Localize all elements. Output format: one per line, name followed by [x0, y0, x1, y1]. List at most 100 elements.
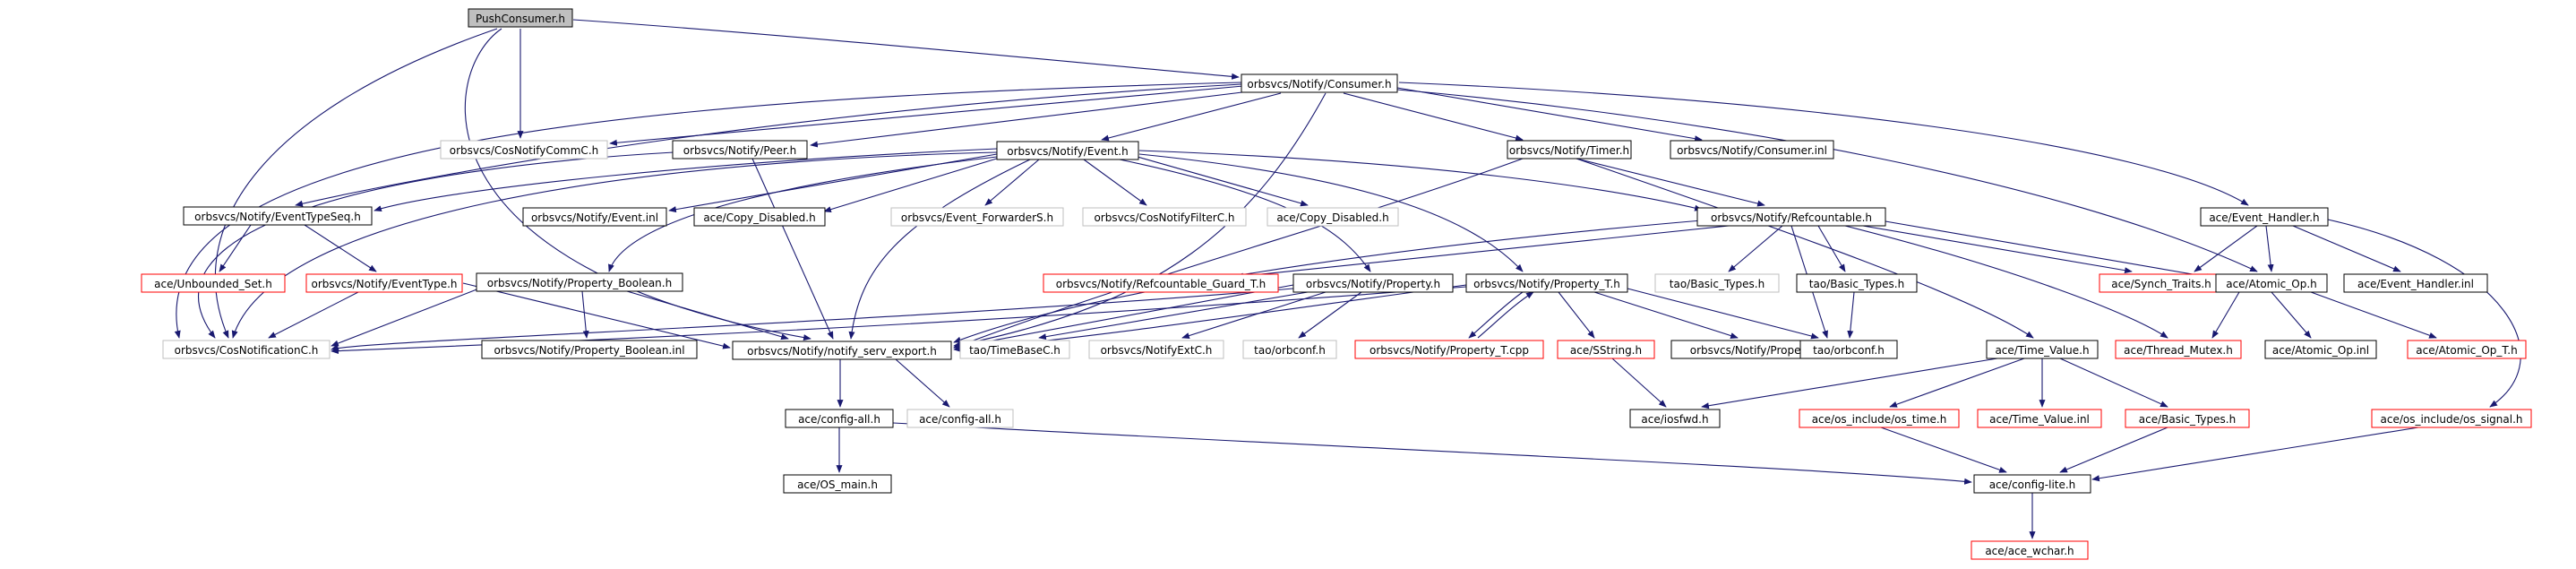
- edge-Refcountable-to-TaoBasicTypes2: [1817, 225, 1846, 272]
- node-PropertyBoolean[interactable]: orbsvcs/Notify/Property_Boolean.h: [476, 272, 683, 292]
- node-Consumer[interactable]: orbsvcs/Notify/Consumer.h: [1241, 73, 1398, 93]
- node-TimeValueInl[interactable]: ace/Time_Value.inl: [1977, 409, 2102, 428]
- node-ThreadMutex[interactable]: ace/Thread_Mutex.h: [2115, 340, 2242, 359]
- node-Event[interactable]: orbsvcs/Notify/Event.h: [996, 141, 1139, 160]
- node-label: orbsvcs/CosNotifyFilterC.h: [1094, 211, 1234, 224]
- edge-PropertyBoolean-to-PropertyBooleanInl: [581, 290, 589, 339]
- node-ConfigLite[interactable]: ace/config-lite.h: [1973, 474, 2091, 494]
- node-box: [141, 273, 286, 293]
- node-TimeValue[interactable]: ace/Time_Value.h: [1986, 340, 2099, 359]
- node-Iosfwd[interactable]: ace/iosfwd.h: [1629, 409, 1721, 428]
- node-label: orbsvcs/CosNotificationC.h: [175, 344, 319, 357]
- node-AceWchar[interactable]: ace/ace_wchar.h: [1971, 540, 2089, 560]
- node-PropertyBooleanInl[interactable]: orbsvcs/Notify/Property_Boolean.inl: [481, 340, 698, 359]
- node-PropertyTcpp[interactable]: orbsvcs/Notify/Property_T.cpp: [1354, 340, 1544, 359]
- node-box: [2407, 340, 2527, 359]
- node-label: orbsvcs/Notify/Refcountable.h: [1711, 211, 1872, 224]
- node-UnboundedSet[interactable]: ace/Unbounded_Set.h: [141, 273, 286, 293]
- node-box: [785, 409, 894, 428]
- edge-EventType-to-NotifyServExport: [462, 282, 731, 349]
- node-box: [996, 141, 1139, 160]
- node-label: orbsvcs/Notify/Property_Boolean.inl: [494, 344, 684, 357]
- node-box: [2125, 409, 2250, 428]
- node-EventInl[interactable]: orbsvcs/Notify/Event.inl: [522, 207, 667, 227]
- node-label: orbsvcs/Notify/Property_Boolean.h: [487, 277, 672, 289]
- node-SString[interactable]: ace/SString.h: [1557, 340, 1655, 359]
- node-label: ace/Event_Handler.inl: [2357, 278, 2474, 290]
- node-box: [1670, 140, 1834, 159]
- node-CosNotifyCommC[interactable]: orbsvcs/CosNotifyCommC.h: [440, 140, 608, 159]
- node-AtomicOp[interactable]: ace/Atomic_Op.h: [2215, 273, 2328, 293]
- node-SynchTraits[interactable]: ace/Synch_Traits.h: [2099, 273, 2224, 293]
- node-EventHandler[interactable]: ace/Event_Handler.h: [2200, 207, 2329, 227]
- node-Peer[interactable]: orbsvcs/Notify/Peer.h: [672, 140, 808, 159]
- node-box: [1629, 409, 1721, 428]
- node-EventTypeSeq[interactable]: orbsvcs/Notify/EventTypeSeq.h: [183, 206, 373, 226]
- node-NotifyExtC[interactable]: orbsvcs/NotifyExtC.h: [1088, 340, 1224, 359]
- edge-Event-to-CopyDisabled2: [1137, 156, 1309, 207]
- edge-EventTypeSeq-to-UnboundedSet: [219, 224, 252, 272]
- node-label: ace/Synch_Traits.h: [2111, 278, 2211, 290]
- node-EventHandlerInl[interactable]: ace/Event_Handler.inl: [2343, 273, 2488, 293]
- node-OsSignal[interactable]: ace/os_include/os_signal.h: [2371, 409, 2532, 428]
- node-PropertyT[interactable]: orbsvcs/Notify/Property_T.h: [1465, 273, 1628, 293]
- node-box: [693, 207, 826, 227]
- edge-Property-to-OrbconfExt: [1298, 291, 1362, 339]
- node-OsTime[interactable]: ace/os_include/os_time.h: [1799, 409, 1960, 428]
- edge-EventTypeSeq-to-EventType: [304, 224, 377, 272]
- node-Property[interactable]: orbsvcs/Notify/Property.h: [1292, 273, 1454, 293]
- edge-Consumer-to-Timer: [1343, 92, 1524, 142]
- edge-EventHandler-to-EventHandlerInl: [2292, 225, 2401, 272]
- node-Refcountable[interactable]: orbsvcs/Notify/Refcountable.h: [1696, 207, 1886, 227]
- node-EventForwarderS[interactable]: orbsvcs/Event_ForwarderS.h: [890, 207, 1064, 227]
- node-CopyDisabled2[interactable]: ace/Copy_Disabled.h: [1267, 207, 1399, 227]
- node-label: ace/os_include/os_time.h: [1812, 413, 1947, 426]
- node-box: [1507, 140, 1632, 159]
- node-CopyDisabled1[interactable]: ace/Copy_Disabled.h: [693, 207, 826, 227]
- node-CosNotifyFilterC[interactable]: orbsvcs/CosNotifyFilterC.h: [1082, 207, 1247, 227]
- node-label: orbsvcs/Event_ForwarderS.h: [901, 211, 1053, 224]
- node-ConsumerInl[interactable]: orbsvcs/Notify/Consumer.inl: [1670, 140, 1834, 159]
- node-OrbconfExt[interactable]: tao/orbconf.h: [1242, 340, 1337, 359]
- node-TaoBasicTypes1[interactable]: tao/Basic_Types.h: [1654, 273, 1780, 293]
- node-EventType[interactable]: orbsvcs/Notify/EventType.h: [305, 273, 463, 293]
- edge-Consumer-to-ConsumerInl: [1396, 87, 1703, 142]
- node-ConfigAll[interactable]: ace/config-all.h: [785, 409, 894, 428]
- node-TimeBaseC[interactable]: tao/TimeBaseC.h: [959, 340, 1070, 359]
- node-box: [1292, 273, 1454, 293]
- node-label: ace/Copy_Disabled.h: [703, 211, 815, 224]
- node-CosNotificationC[interactable]: orbsvcs/CosNotificationC.h: [162, 340, 331, 359]
- edge-BasicTypes-to-ConfigLite: [2059, 427, 2168, 473]
- node-label: tao/TimeBaseC.h: [969, 344, 1060, 357]
- node-OSmain[interactable]: ace/OS_main.h: [783, 474, 892, 494]
- node-Orbconf[interactable]: tao/orbconf.h: [1799, 340, 1898, 359]
- edge-Refcountable-to-SynchTraits: [1862, 225, 2133, 274]
- node-Timer[interactable]: orbsvcs/Notify/Timer.h: [1507, 140, 1632, 159]
- node-TaoBasicTypes2[interactable]: tao/Basic_Types.h: [1796, 273, 1918, 293]
- node-box: [906, 409, 1014, 428]
- node-AtomicOpInl[interactable]: ace/Atomic_Op.inl: [2264, 340, 2377, 359]
- node-RefcountableGuard[interactable]: orbsvcs/Notify/Refcountable_Guard_T.h: [1043, 273, 1279, 293]
- node-ConfigAllExt[interactable]: ace/config-all.h: [906, 409, 1014, 428]
- node-box: [1241, 73, 1398, 93]
- edge-TaoBasicTypes2-to-Orbconf: [1847, 291, 1855, 339]
- node-box: [1354, 340, 1544, 359]
- node-label: tao/orbconf.h: [1254, 344, 1326, 357]
- node-box: [1242, 340, 1337, 359]
- edge-Peer-to-CosNotificationC: [198, 151, 674, 339]
- node-label: ace/Atomic_Op_T.h: [2416, 344, 2517, 357]
- node-AtomicOpT[interactable]: ace/Atomic_Op_T.h: [2407, 340, 2527, 359]
- node-box: [1796, 273, 1918, 293]
- node-label: orbsvcs/Notify/Consumer.inl: [1677, 144, 1827, 157]
- node-BasicTypes[interactable]: ace/Basic_Types.h: [2125, 409, 2250, 428]
- node-box: [1696, 207, 1886, 227]
- node-box: [1088, 340, 1224, 359]
- node-box: [1799, 409, 1960, 428]
- node-NotifyServExport[interactable]: orbsvcs/Notify/notify_serv_export.h: [732, 341, 952, 360]
- edge-Refcountable-to-ThreadMutex: [1844, 225, 2168, 339]
- edge-Property-to-TimeBaseC: [1038, 291, 1309, 341]
- file-nodes: PushConsumer.horbsvcs/Notify/Consumer.ho…: [141, 8, 2532, 560]
- edge-OsSignal-to-ConfigLite: [2091, 427, 2419, 482]
- node-box: [440, 140, 608, 159]
